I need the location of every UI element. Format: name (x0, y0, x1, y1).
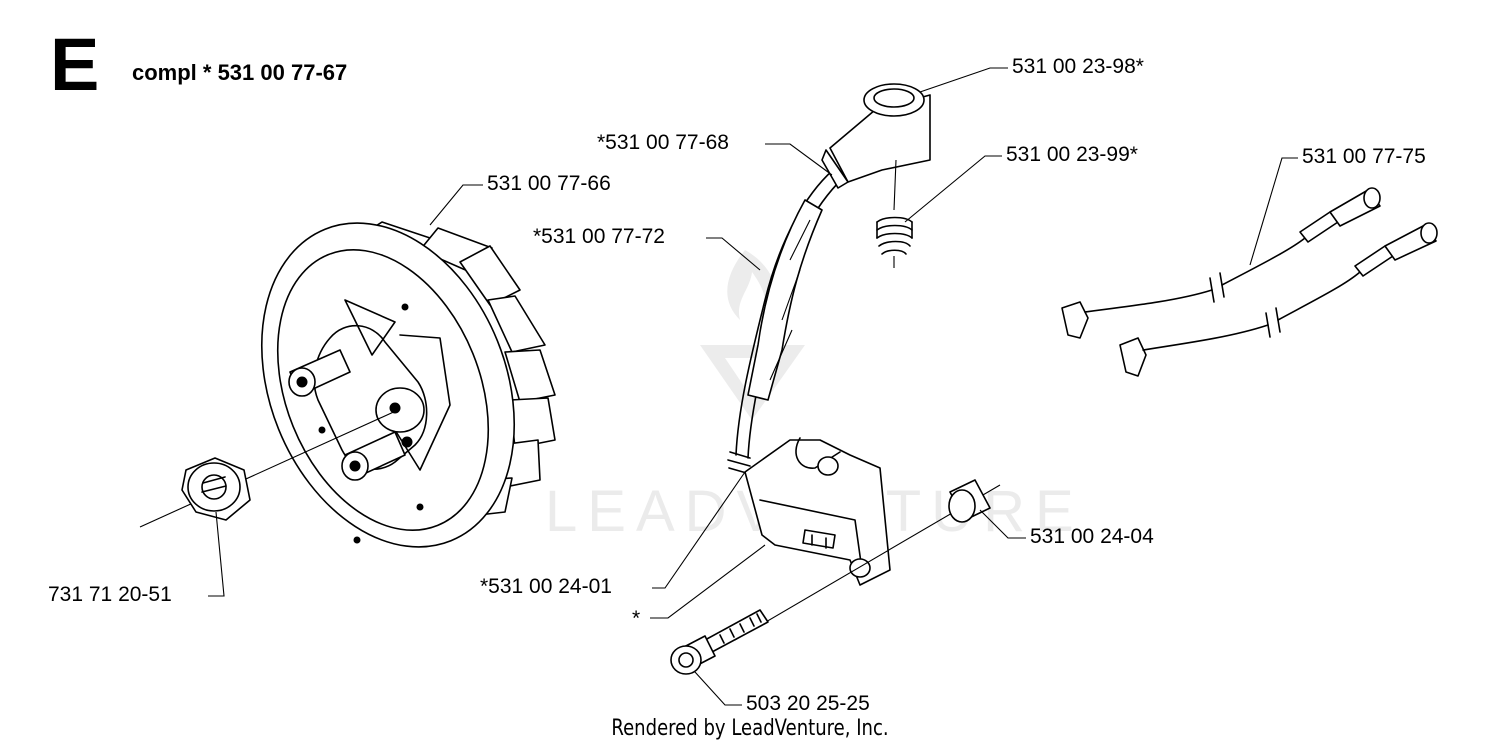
leader-hv-lead (765, 143, 833, 176)
lead-set (1061, 187, 1438, 377)
spark-plug-cap (821, 83, 931, 189)
flywheel-inner-rim (276, 249, 490, 531)
part-label-spacer-sleeve: 531 00 24-04 (1030, 525, 1154, 548)
leader-module-screw (694, 671, 742, 706)
lead-upper (1061, 187, 1381, 339)
crankshaft-axis (139, 409, 399, 528)
part-label-ignition-module: *531 00 24-01 (480, 575, 612, 598)
module-screw (670, 609, 769, 675)
part-label-protective-hose: *531 00 77-72 (533, 225, 665, 248)
leader-ignition-module-asterisk (650, 544, 766, 619)
leader-protective-hose (706, 237, 761, 271)
section-letter: E (50, 23, 100, 106)
ignition-module (744, 437, 891, 586)
lead-lower (1119, 222, 1438, 377)
flywheel-boss-upper (288, 349, 351, 397)
footer-credit: Rendered by LeadVenture, Inc. (611, 716, 889, 741)
flywheel (260, 221, 556, 548)
part-label-module-screw: 503 20 25-25 (746, 692, 870, 715)
part-label-ignition-module-asterisk: * (632, 607, 641, 630)
flywheel-boss-center (375, 387, 425, 448)
spacer-sleeve (948, 479, 991, 523)
part-label-hv-lead: *531 00 77-68 (597, 131, 729, 154)
part-label-flywheel-nut: 731 71 20-51 (48, 583, 172, 606)
part-label-flywheel: 531 00 77-66 (487, 172, 611, 195)
leader-flywheel (429, 184, 483, 226)
part-label-spark-plug-cap: 531 00 23-98* (1012, 55, 1144, 78)
leader-cap-spring (904, 155, 1002, 223)
leader-spacer-sleeve (979, 509, 1026, 539)
leader-flywheel-nut (208, 511, 225, 597)
leader-lines (208, 67, 1298, 706)
protective-hose (747, 199, 823, 401)
leader-lead-set (1249, 157, 1298, 266)
part-label-lead-set: 531 00 77-75 (1302, 145, 1426, 168)
assembly-title: compl * 531 00 77-67 (132, 60, 348, 85)
hv-lead-assembly (727, 169, 844, 475)
part-label-cap-spring: 531 00 23-99* (1006, 143, 1138, 166)
flywheel-nut (181, 457, 251, 521)
leader-spark-plug-cap (919, 67, 1008, 93)
leader-ignition-module (652, 471, 746, 589)
flywheel-boss-lower (341, 431, 406, 481)
cap-spring (876, 159, 913, 268)
